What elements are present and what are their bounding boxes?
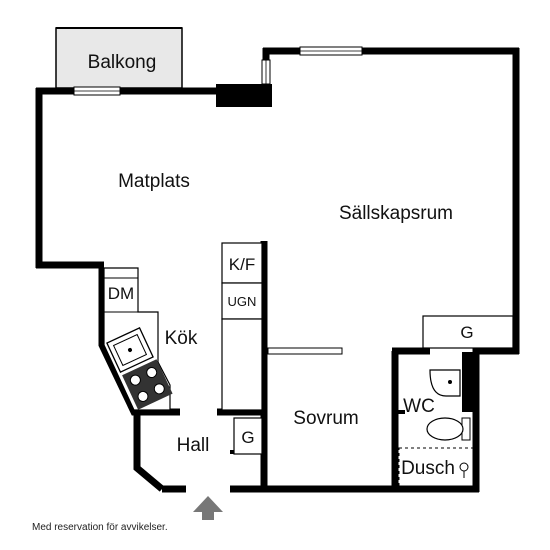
hall-wardrobe bbox=[233, 417, 263, 455]
wall-block bbox=[216, 84, 272, 107]
sink-icon bbox=[106, 327, 154, 373]
kitchen-tall-units bbox=[221, 242, 263, 411]
shower-area bbox=[398, 447, 474, 487]
toilet-icon bbox=[426, 417, 471, 441]
room-label-living: Sällskapsrum bbox=[339, 203, 453, 224]
entrance-arrow-icon bbox=[193, 496, 223, 520]
room-label-hall: Hall bbox=[177, 435, 210, 456]
wall-column bbox=[462, 352, 478, 412]
fixture-label-oven: UGN bbox=[228, 294, 257, 309]
fixture-label-wardrobe-living: G bbox=[460, 323, 473, 342]
fixture-label-fridge-freezer: K/F bbox=[229, 255, 255, 274]
room-label-shower: Dusch bbox=[401, 458, 455, 479]
room-label-kitchen: Kök bbox=[165, 328, 198, 349]
windows bbox=[73, 46, 363, 96]
fixture-label-dishwasher: DM bbox=[108, 284, 134, 303]
room-label-dining: Matplats bbox=[118, 171, 190, 192]
shower-head-icon bbox=[459, 462, 469, 478]
basin-icon bbox=[429, 369, 461, 397]
disclaimer-note: Med reservation för avvikelser. bbox=[32, 522, 168, 533]
fixture-label-wardrobe-hall: G bbox=[241, 428, 254, 447]
room-label-wc: WC bbox=[403, 396, 435, 417]
living-wardrobe bbox=[422, 315, 514, 349]
room-label-balcony: Balkong bbox=[88, 52, 157, 73]
bedroom-wardrobe bbox=[267, 347, 343, 355]
room-label-bedroom: Sovrum bbox=[293, 408, 358, 429]
stove-icon bbox=[122, 359, 173, 410]
interior-walls bbox=[217, 241, 405, 489]
balcony-area bbox=[55, 27, 183, 89]
